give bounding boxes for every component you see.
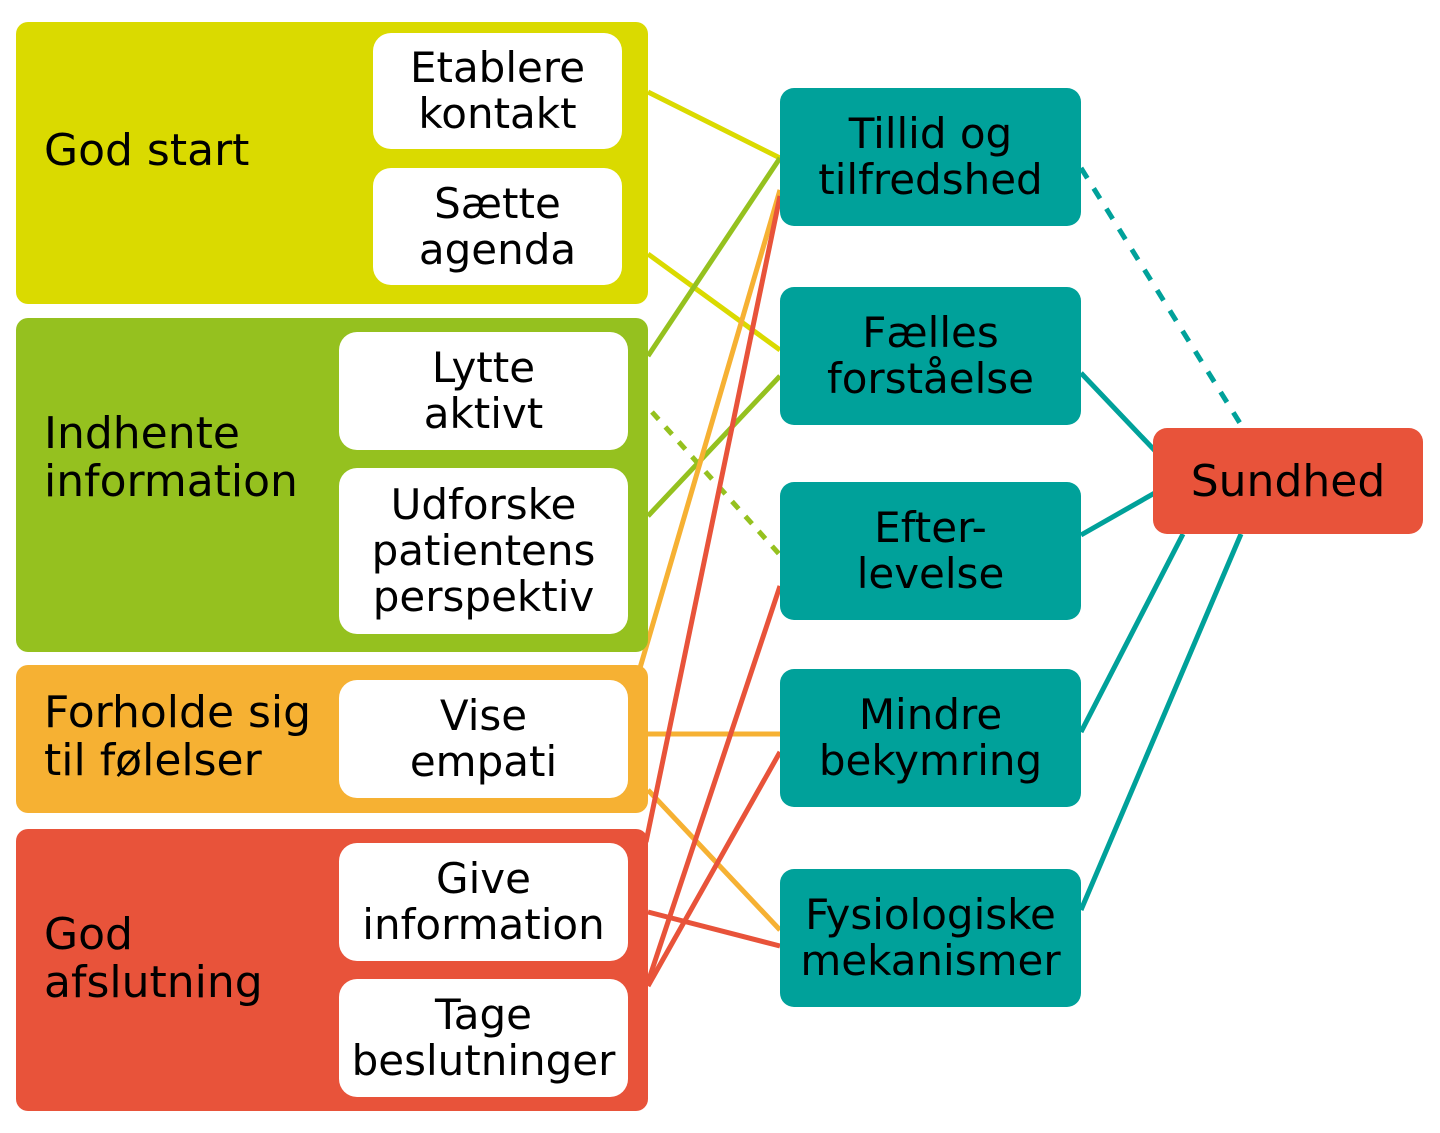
line-tage-mindre [645, 750, 783, 988]
group-label-indhente-information: Indhente information [44, 408, 298, 507]
outcome-fysiologiske-mekanismer: Fysiologiske mekanismer [780, 869, 1081, 1007]
skill-saette-agenda: Sætte agenda [373, 168, 622, 285]
skill-etablere-kontakt: Etablere kontakt [373, 33, 622, 149]
skill-vise-empati: Vise empati [339, 680, 628, 798]
outcome-tillid-og-tilfredshed: Tillid og tilfredshed [780, 88, 1081, 226]
skill-give-information: Give information [339, 843, 628, 961]
skill-tage-beslutninger: Tage beslutninger [339, 979, 628, 1097]
line-vise-tillid [637, 189, 783, 669]
line-saette-faelles [646, 251, 782, 353]
outcome-efterlevelse: Efter- levelse [780, 482, 1081, 620]
line-vise-fysio [646, 788, 782, 932]
line-udforske-faelles [646, 374, 782, 518]
outcome-faelles-forstaaelse: Fælles forståelse [780, 287, 1081, 425]
group-label-god-afslutning: God afslutning [44, 909, 263, 1008]
group-label-god-start: God start [44, 125, 250, 176]
line-mindre-sundhed [1078, 532, 1186, 734]
skill-udforske-patientens-perspektiv: Udforske patientens perspektiv [339, 468, 628, 634]
line-give-tillid [643, 195, 783, 843]
line-lytte-tillid [645, 156, 783, 358]
line-etablere-tillid [646, 89, 782, 161]
outcome-mindre-bekymring: Mindre bekymring [780, 669, 1081, 807]
skill-lytte-aktivt: Lytte aktivt [339, 332, 628, 450]
line-efter-sundhed [1079, 487, 1162, 538]
line-tillid-sundhed-dotted [1078, 166, 1246, 430]
line-faelles-sundhed [1079, 371, 1162, 458]
line-tage-efter [645, 585, 783, 983]
line-fysio-sundhed [1078, 533, 1244, 911]
outcome-sundhed: Sundhed [1153, 428, 1423, 534]
line-lytte-efter-dotted [650, 410, 782, 557]
group-label-forholde-sig-til-foelelser: Forholde sig til følelser [44, 687, 312, 786]
